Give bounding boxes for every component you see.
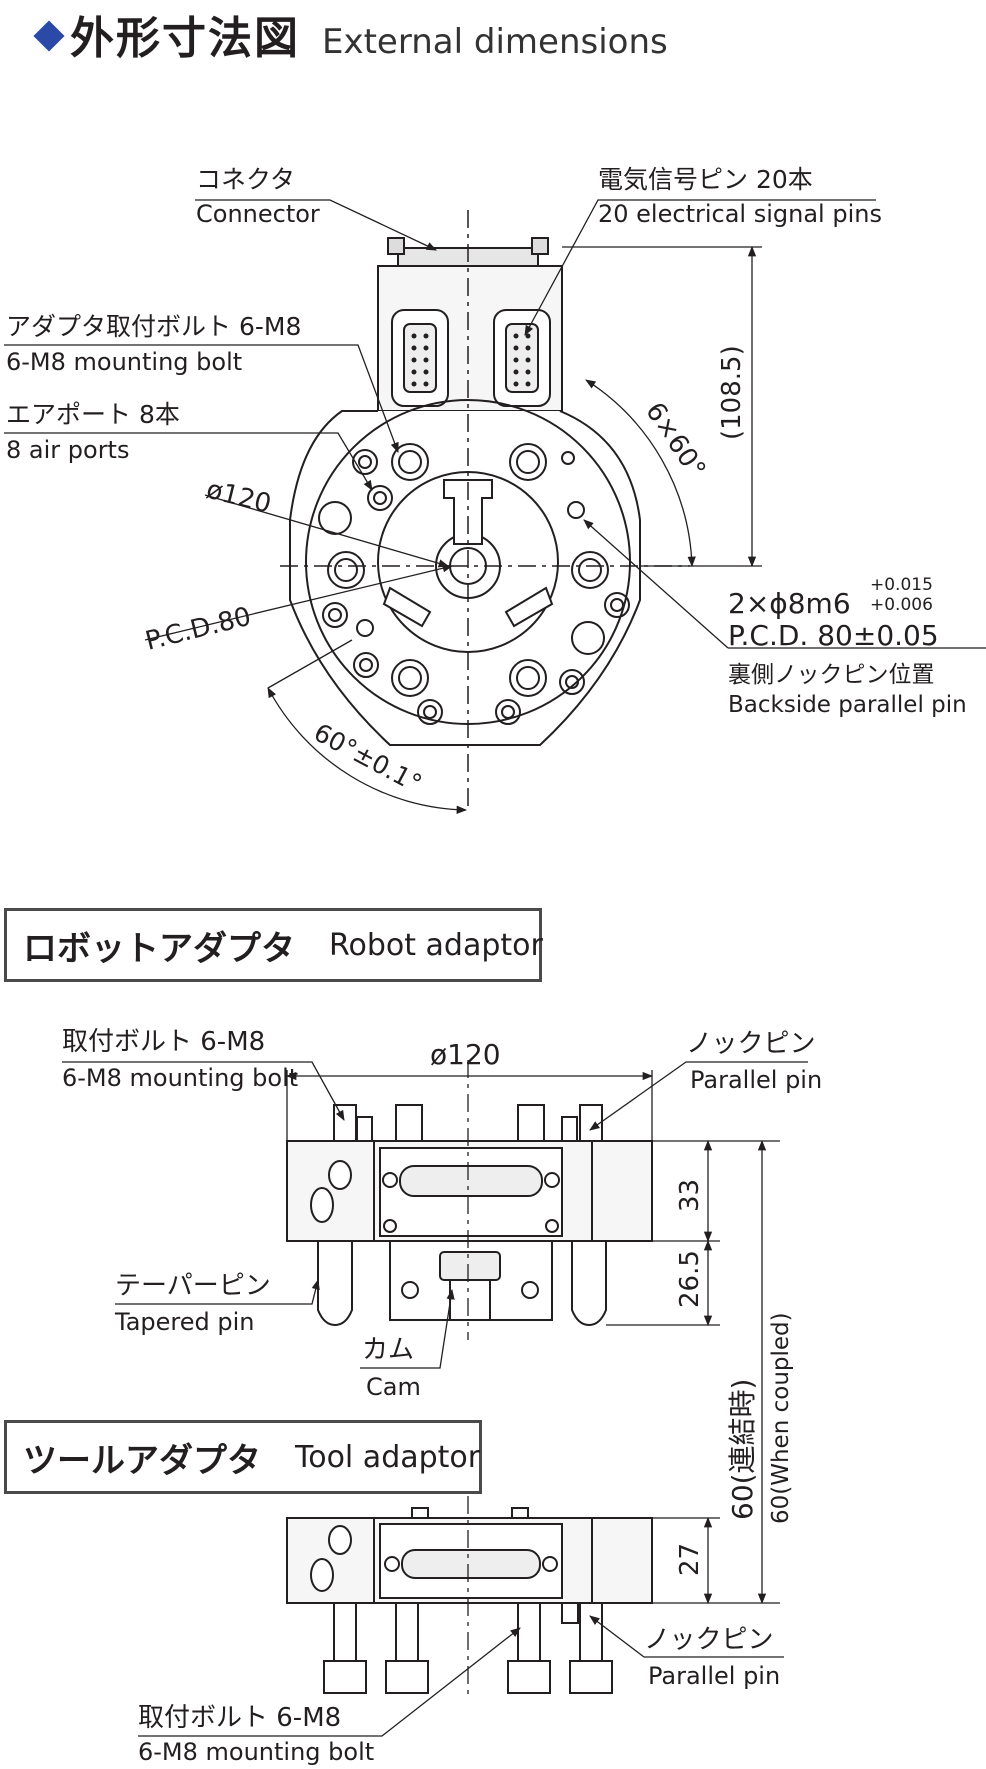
tool-bolt-1 (333, 1602, 357, 1662)
signal-connector-right-inner (505, 323, 539, 393)
coupled-label-en: 60(When coupled) (768, 1312, 794, 1524)
coupled-label-jp: 60(連結時) (726, 1379, 759, 1520)
pin-spec-label: 2×ϕ8m6 (728, 587, 851, 620)
cam-label-en: Cam (366, 1373, 421, 1401)
top-pin-5 (561, 1116, 578, 1142)
pcd-label: P.C.D.80 (142, 602, 254, 657)
top-pin-6 (579, 1104, 603, 1142)
cam-left (382, 586, 432, 628)
tool-dsub-connector (401, 1549, 541, 1579)
tool-parallel-pin (561, 1602, 579, 1624)
dim-33-label: 33 (675, 1179, 705, 1212)
connector-screw-b (544, 1172, 560, 1188)
tool-bolt-2 (395, 1602, 419, 1662)
robot-adaptor-view (286, 1104, 653, 1327)
cam-hole-left (401, 1281, 419, 1299)
cam-right (504, 586, 554, 628)
tool-adaptor-title-jp: ツールアダプタ (23, 1440, 261, 1481)
top-pin-2 (356, 1116, 373, 1142)
robot-parallel-pin-label-jp: ノックピン (686, 1029, 815, 1059)
header-title-jp: 外形寸法図 (70, 13, 300, 64)
tool-bolt-label-en: 6-M8 mounting bolt (138, 1738, 374, 1766)
air-ports-label-jp: エアポート 8本 (6, 400, 180, 429)
air-ports-label-en: 8 air ports (6, 436, 129, 464)
cam-top (443, 479, 493, 545)
tool-bolt-head-4 (569, 1660, 613, 1694)
top-view (4, 199, 986, 814)
tool-top-screw-right (511, 1507, 529, 1519)
connector-screw-a (382, 1172, 398, 1188)
small-hole (561, 451, 575, 465)
robot-parallel-pin-label-en: Parallel pin (690, 1066, 822, 1094)
backside-pin-label-en: Backside parallel pin (728, 692, 967, 718)
tool-side-port-1 (328, 1525, 352, 1555)
signal-pins-label-jp: 電気信号ピン 20本 (598, 165, 813, 194)
parallel-pin-left (356, 619, 374, 637)
tolerance-lower-label: +0.006 (870, 595, 933, 615)
tool-bolt-label-jp: 取付ボルト 6-M8 (138, 1703, 341, 1733)
connector-screw-d (545, 1219, 559, 1233)
cam-label-jp: カム (362, 1335, 414, 1365)
robot-dsub-connector (399, 1165, 543, 1197)
side-port-1 (328, 1160, 352, 1190)
tool-adaptor-title-en: Tool adaptor (295, 1439, 481, 1475)
cam-head (439, 1251, 501, 1281)
mounting-bolt-label-en: 6-M8 mounting bolt (6, 348, 242, 376)
top-view-leaders (4, 199, 986, 814)
tapered-pin-right (571, 1240, 607, 1327)
top-pin-3 (395, 1104, 423, 1142)
tool-adaptor-dimensions (138, 1496, 784, 1737)
robot-adaptor-dimensions (62, 1060, 808, 1605)
connector-label-en: Connector (196, 200, 320, 228)
tool-bolt-head-3 (507, 1660, 551, 1694)
large-port-left (318, 501, 352, 535)
tool-bolt-head-1 (323, 1660, 367, 1694)
tool-side-port-2 (310, 1558, 334, 1592)
backside-pin-label-jp: 裏側ノックピン位置 (728, 662, 935, 688)
tool-parallel-pin-label-en: Parallel pin (648, 1662, 780, 1690)
robot-adaptor-section-title: ロボットアダプタ Robot adaptor (4, 908, 543, 982)
connector-screw-left (387, 237, 405, 255)
tapered-pin-label-jp: テーパーピン (115, 1271, 271, 1301)
page-header: 外形寸法図 External dimensions (33, 2, 668, 64)
tool-adaptor-section-title: ツールアダプタ Tool adaptor (4, 1420, 482, 1494)
robot-bolt-label-en: 6-M8 mounting bolt (62, 1064, 298, 1092)
header-title-en: External dimensions (322, 22, 668, 62)
tapered-pin-label-en: Tapered pin (114, 1308, 254, 1336)
pcd-tolerance-label: P.C.D. 80±0.05 (728, 619, 939, 652)
tool-parallel-pin-label-jp: ノックピン (644, 1625, 773, 1655)
side-port-2 (310, 1187, 334, 1223)
parallel-pin-right (567, 501, 585, 519)
connector-screw-right (531, 237, 549, 255)
tool-adaptor-view (286, 1507, 653, 1694)
top-diameter-label: ø120 (203, 475, 274, 520)
tool-screw-a (384, 1556, 400, 1572)
robot-adaptor-title-en: Robot adaptor (329, 927, 543, 963)
signal-connector-left-inner (403, 323, 437, 393)
large-port-right (571, 621, 605, 655)
robot-adaptor-title-jp: ロボットアダプタ (23, 928, 295, 969)
connector-label-jp: コネクタ (196, 165, 295, 194)
robot-diameter-label: ø120 (430, 1038, 501, 1071)
mounting-bolt-label-jp: アダプタ取付ボルト 6-M8 (6, 312, 301, 341)
tool-top-screw-left (411, 1507, 429, 1519)
dim-27-label: 27 (675, 1543, 705, 1576)
tolerance-upper-label: +0.015 (870, 575, 933, 595)
robot-bolt-label-jp: 取付ボルト 6-M8 (62, 1027, 265, 1057)
tool-bolt-3 (517, 1602, 541, 1662)
connector-screw-c (383, 1219, 397, 1233)
tool-screw-b (542, 1556, 558, 1572)
tapered-pin-left (317, 1240, 353, 1327)
signal-pins-grid (411, 333, 531, 387)
top-pin-1 (333, 1104, 357, 1142)
signal-pins-label-en: 20 electrical signal pins (598, 200, 882, 228)
height-108-label: (108.5) (717, 345, 747, 440)
tool-bolt-4 (579, 1602, 603, 1662)
top-pin-4 (517, 1104, 545, 1142)
dim-26-5-label: 26.5 (675, 1250, 705, 1308)
cam-hole-right (521, 1281, 539, 1299)
tool-bolt-head-2 (385, 1660, 429, 1694)
